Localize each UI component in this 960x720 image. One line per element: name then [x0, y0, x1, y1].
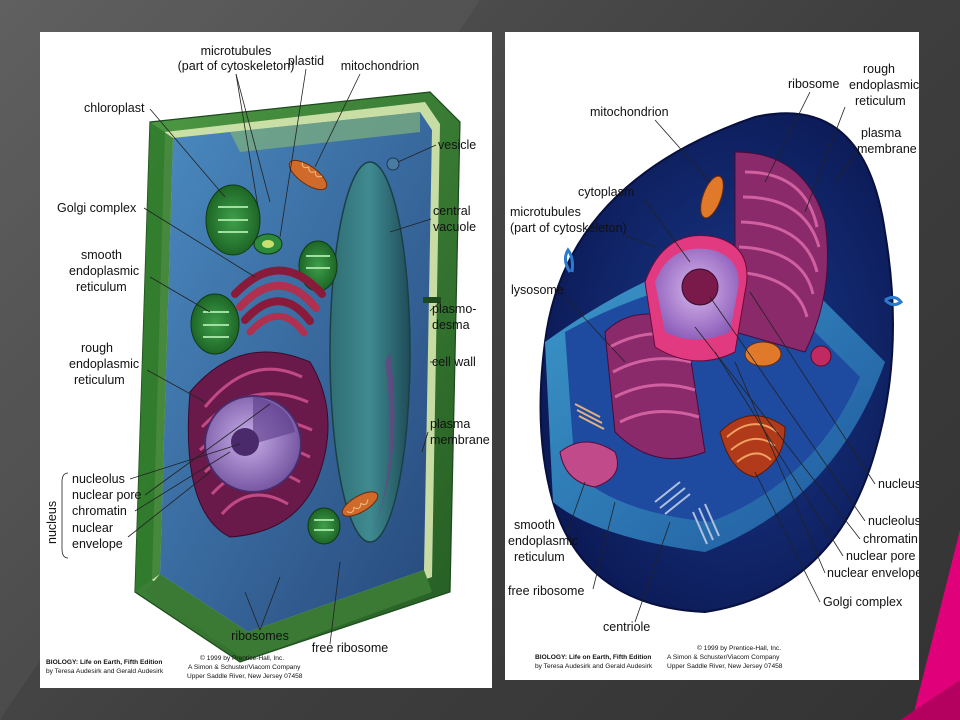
- label-ribosomes: ribosomes: [231, 629, 289, 643]
- label-plasma-membrane-2: membrane: [857, 142, 917, 156]
- animal-cell-panel: ribosome rough endoplasmic reticulum mit…: [505, 32, 919, 680]
- nucleus: [644, 235, 748, 362]
- label-nucleus: nucleus: [878, 477, 919, 491]
- label-microtubules-1: microtubules: [510, 205, 581, 219]
- label-nuclear-envelope-2: envelope: [72, 537, 123, 551]
- label-microtubules-sub: (part of cytoskeleton): [178, 59, 295, 73]
- label-lysosome: lysosome: [511, 283, 564, 297]
- label-golgi: Golgi complex: [57, 201, 137, 215]
- label-rough-er-2: endoplasmic: [69, 357, 139, 371]
- membrane-protrusions: [563, 247, 904, 307]
- label-smooth-er-1: smooth: [81, 248, 122, 262]
- label-nuclear-envelope: nuclear envelope: [827, 566, 919, 580]
- label-free-ribosome: free ribosome: [312, 641, 388, 655]
- plant-cell-panel: microtubules (part of cytoskeleton) plas…: [40, 32, 492, 688]
- animal-cell-diagram: ribosome rough endoplasmic reticulum mit…: [508, 62, 919, 670]
- animal-cell-credits: © 1999 by Prentice-Hall, Inc. BIOLOGY: L…: [535, 644, 783, 670]
- label-chromatin: chromatin: [863, 532, 918, 546]
- microtubules: [574, 403, 605, 430]
- label-chloroplast: chloroplast: [84, 101, 145, 115]
- label-microtubules: microtubules: [201, 44, 272, 58]
- label-golgi: Golgi complex: [823, 595, 903, 609]
- credit-copyright-1: © 1999 by Prentice-Hall, Inc.: [697, 644, 781, 652]
- label-central-vacuole-2: vacuole: [433, 220, 476, 234]
- plant-cell-credits: BIOLOGY: Life on Earth, Fifth Edition by…: [46, 654, 303, 680]
- label-nucleus-bracket: nucleus: [45, 501, 59, 544]
- credit-authors: by Teresa Audesirk and Gerald Audesirk: [46, 668, 164, 675]
- label-rough-er-3: reticulum: [855, 94, 906, 108]
- credit-book-title: BIOLOGY: Life on Earth, Fifth Edition: [46, 659, 162, 666]
- credit-book-title: BIOLOGY: Life on Earth, Fifth Edition: [535, 654, 651, 661]
- lysosome: [810, 345, 832, 367]
- credit-copyright-1: © 1999 by Prentice-Hall, Inc.: [200, 654, 284, 662]
- mitochondria: [288, 159, 379, 517]
- central-vacuole: [329, 161, 411, 543]
- label-plasma-membrane-1: plasma: [861, 126, 901, 140]
- label-nuclear-pore: nuclear pore: [72, 488, 142, 502]
- label-free-ribosome: free ribosome: [508, 584, 584, 598]
- accent-triangle-dark: [900, 680, 960, 720]
- golgi-complex: [231, 266, 326, 337]
- animal-cell-leader-lines: [564, 91, 876, 623]
- label-smooth-er-3: reticulum: [76, 280, 127, 294]
- nucleolus: [231, 428, 259, 456]
- label-rough-er-1: rough: [863, 62, 895, 76]
- nucleolus: [681, 268, 719, 306]
- credit-copyright-2: A Simon & Schuster/Viacom Company: [667, 654, 780, 661]
- credit-copyright-2: A Simon & Schuster/Viacom Company: [188, 664, 301, 671]
- label-plasmodesma-1: plasmo-: [432, 302, 476, 316]
- label-rough-er-1: rough: [81, 341, 113, 355]
- plant-cell-labels: microtubules (part of cytoskeleton) plas…: [45, 44, 490, 655]
- animal-cell-labels: ribosome rough endoplasmic reticulum mit…: [508, 62, 919, 634]
- plasmodesma: [423, 297, 441, 303]
- label-central-vacuole-1: central: [433, 204, 471, 218]
- label-plasma-membrane-2: membrane: [430, 433, 490, 447]
- centriole: [654, 481, 720, 545]
- label-rough-er-3: reticulum: [74, 373, 125, 387]
- label-smooth-er-2: endoplasmic: [508, 534, 578, 548]
- smooth-er: [559, 441, 618, 488]
- credit-authors: by Teresa Audesirk and Gerald Audesirk: [535, 663, 653, 670]
- nucleus-bracket: [61, 472, 69, 559]
- plant-cell-leader-lines: [127, 68, 441, 645]
- plant-cell-diagram: microtubules (part of cytoskeleton) plas…: [45, 44, 490, 680]
- label-smooth-er-3: reticulum: [514, 550, 565, 564]
- label-smooth-er-2: endoplasmic: [69, 264, 139, 278]
- label-cell-wall: cell wall: [432, 355, 476, 369]
- label-cytoplasm: cytoplasm: [578, 185, 634, 199]
- label-chromatin: chromatin: [72, 504, 127, 518]
- credit-copyright-3: Upper Saddle River, New Jersey 07458: [187, 673, 303, 680]
- label-centriole: centriole: [603, 620, 650, 634]
- label-smooth-er-1: smooth: [514, 518, 555, 532]
- label-mitochondrion: mitochondrion: [341, 59, 420, 73]
- vesicle: [386, 157, 400, 171]
- credit-copyright-3: Upper Saddle River, New Jersey 07458: [667, 663, 783, 670]
- label-mitochondrion: mitochondrion: [590, 105, 669, 119]
- label-nucleolus: nucleolus: [72, 472, 125, 486]
- label-nucleolus: nucleolus: [868, 514, 919, 528]
- label-nuclear-envelope-1: nuclear: [72, 521, 113, 535]
- label-ribosome: ribosome: [788, 77, 839, 91]
- label-plastid: plastid: [288, 54, 324, 68]
- label-vesicle: vesicle: [438, 138, 476, 152]
- label-plasma-membrane-1: plasma: [430, 417, 470, 431]
- label-rough-er-2: endoplasmic: [849, 78, 919, 92]
- label-microtubules-2: (part of cytoskeleton): [510, 221, 627, 235]
- label-plasmodesma-2: desma: [432, 318, 470, 332]
- label-nuclear-pore: nuclear pore: [846, 549, 916, 563]
